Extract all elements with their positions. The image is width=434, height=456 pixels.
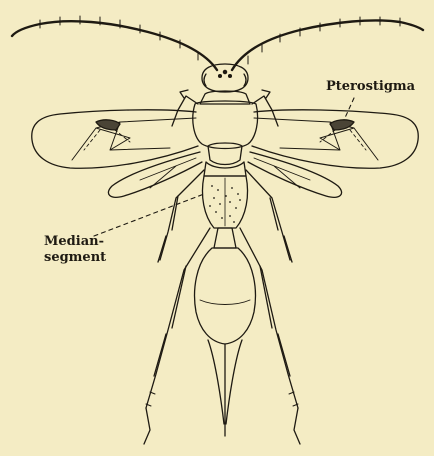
dashed-veins xyxy=(84,126,366,150)
pterostigma-leader xyxy=(344,98,354,120)
median-segment xyxy=(202,176,247,228)
median-segment-label-line2: segment xyxy=(44,250,106,265)
left-middle-leg xyxy=(160,170,204,260)
scutellum xyxy=(208,143,242,165)
right-middle-leg xyxy=(246,170,290,260)
gaster xyxy=(195,248,256,344)
petiole xyxy=(214,228,236,248)
abdomen xyxy=(195,228,256,436)
median-segment-label-line1: Median- xyxy=(44,234,104,249)
hind-tarsi xyxy=(144,408,300,444)
pterostigma-label: Pterostigma xyxy=(326,79,415,94)
head-capsule xyxy=(202,64,248,92)
leader-lines xyxy=(94,98,354,236)
right-pterostigma xyxy=(330,120,354,130)
right-antenna xyxy=(232,20,423,70)
thorax xyxy=(193,91,258,176)
compound-eyes xyxy=(204,74,246,86)
median-segment-leader xyxy=(94,194,204,236)
forewings xyxy=(32,110,419,168)
head xyxy=(202,64,248,92)
left-pterostigma xyxy=(96,120,120,130)
mesonotum xyxy=(193,101,258,149)
ocelli xyxy=(223,70,226,73)
antennae xyxy=(12,20,423,70)
legs xyxy=(146,90,298,408)
left-antenna xyxy=(12,21,217,70)
left-hind-leg xyxy=(146,228,210,408)
